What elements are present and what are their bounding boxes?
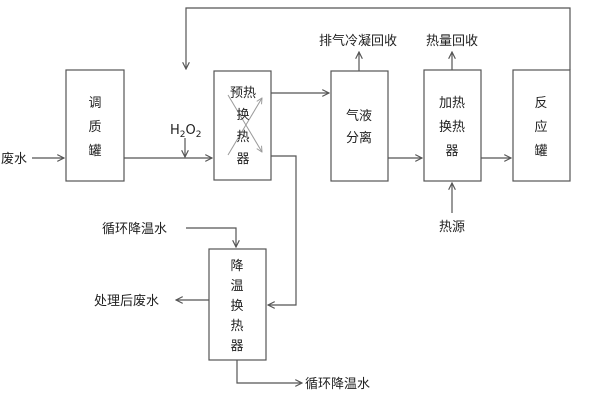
preheat-exchanger-label-1: 预热	[230, 86, 256, 101]
reactor-recycle-loop-arrow	[186, 7, 571, 70]
separator-label-1: 气液	[346, 108, 372, 124]
heating-heat-exchanger: 加热 换热 器	[423, 69, 482, 182]
heat-source-label: 热源	[439, 220, 465, 235]
reactor-tank: 反 应 罐	[512, 69, 571, 182]
preheat-exchanger-label-4: 器	[236, 152, 249, 167]
preheat-heat-exchanger: 预热 换 热 器	[213, 70, 272, 181]
cooling-exchanger-label-1: 降	[230, 259, 243, 274]
heating-exchanger-label-3: 器	[445, 144, 458, 159]
cooling-water-outlet-label: 循环降温水	[305, 377, 370, 392]
cooling-water-inlet-arrow	[186, 227, 236, 247]
exhaust-condensate-recovery-label: 排气冷凝回收	[319, 33, 397, 49]
reactor-label-2: 应	[534, 119, 547, 135]
conditioning-tank-label-2: 质	[88, 120, 101, 135]
cooling-heat-exchanger: 降 温 换 热 器	[208, 248, 267, 361]
preheat-internal-path-2	[227, 98, 262, 156]
preheat-exchanger-label-3: 热	[236, 130, 249, 145]
h2o2-label: H2O2	[170, 123, 201, 140]
preheat-to-cooling-arrow	[268, 155, 297, 305]
cooling-exchanger-label-4: 热	[230, 319, 243, 334]
treated-wastewater-label: 处理后废水	[94, 293, 159, 309]
heating-exchanger-label-1: 加热	[439, 96, 465, 111]
cooling-exchanger-label-2: 温	[230, 279, 243, 294]
conditioning-tank: 调 质 罐	[65, 69, 125, 182]
reactor-label-1: 反	[534, 96, 547, 111]
heating-exchanger-label-2: 换热	[439, 120, 465, 135]
preheat-internal-path-1	[227, 94, 262, 152]
separator-label-2: 分离	[346, 130, 372, 146]
wastewater-inlet-label: 废水	[1, 151, 27, 167]
cooling-water-outlet-arrow	[236, 360, 302, 383]
cooling-water-inlet-label: 循环降温水	[102, 222, 167, 237]
gas-liquid-separator: 气液 分离	[330, 70, 389, 182]
cooling-exchanger-label-5: 器	[230, 339, 243, 354]
preheat-exchanger-label-2: 换	[236, 108, 249, 123]
conditioning-tank-label-1: 调	[88, 96, 101, 111]
reactor-label-3: 罐	[534, 144, 547, 159]
cooling-exchanger-label-3: 换	[230, 299, 243, 314]
heat-recovery-label: 热量回收	[426, 34, 478, 49]
conditioning-tank-label-3: 罐	[88, 144, 101, 159]
